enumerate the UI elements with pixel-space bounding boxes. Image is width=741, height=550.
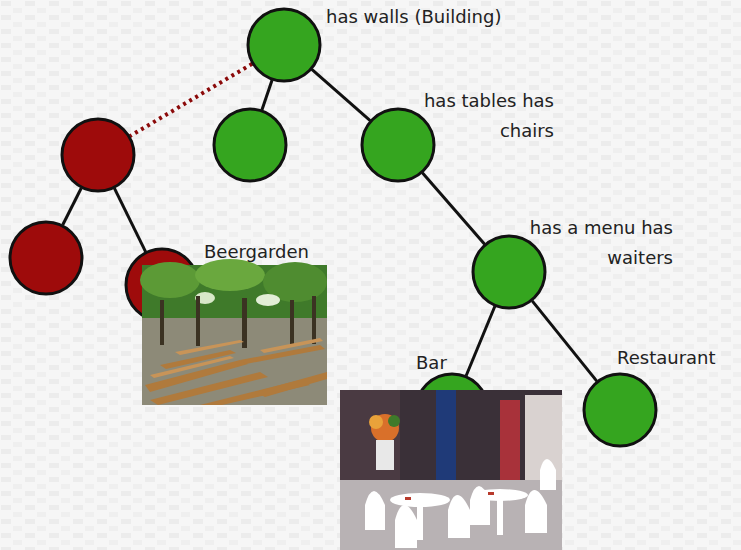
node-circle (212, 107, 288, 183)
node-circle (60, 117, 136, 193)
tree-edge (114, 188, 145, 252)
tree-node (60, 117, 136, 193)
node-circle (246, 7, 322, 83)
tree-edge (466, 306, 495, 376)
tree-edge (312, 69, 370, 120)
tree-node: has walls (Building) (246, 7, 322, 83)
tree-edge (422, 173, 484, 244)
bar-photo (340, 390, 562, 550)
tree-node: has a menu has waiters (471, 234, 547, 310)
node-circle (8, 220, 84, 296)
node-label: has tables has chairs (412, 86, 554, 146)
tree-node: has tables has chairs (360, 107, 436, 183)
node-label: Beergarden (204, 237, 334, 267)
node-label: Restaurant (617, 343, 735, 373)
tree-edge (63, 188, 82, 225)
node-circle (360, 107, 436, 183)
node-label: has walls (Building) (326, 2, 526, 32)
tree-node (8, 220, 84, 296)
tree-node (212, 107, 288, 183)
tree-node: Restaurant (582, 372, 658, 448)
beergarden-photo (140, 259, 327, 405)
node-label: has a menu has waiters (525, 213, 673, 273)
node-label: Bar (416, 348, 476, 378)
tree-edge (532, 301, 597, 381)
tree-edge (262, 80, 272, 110)
node-circle (471, 234, 547, 310)
node-circle (582, 372, 658, 448)
